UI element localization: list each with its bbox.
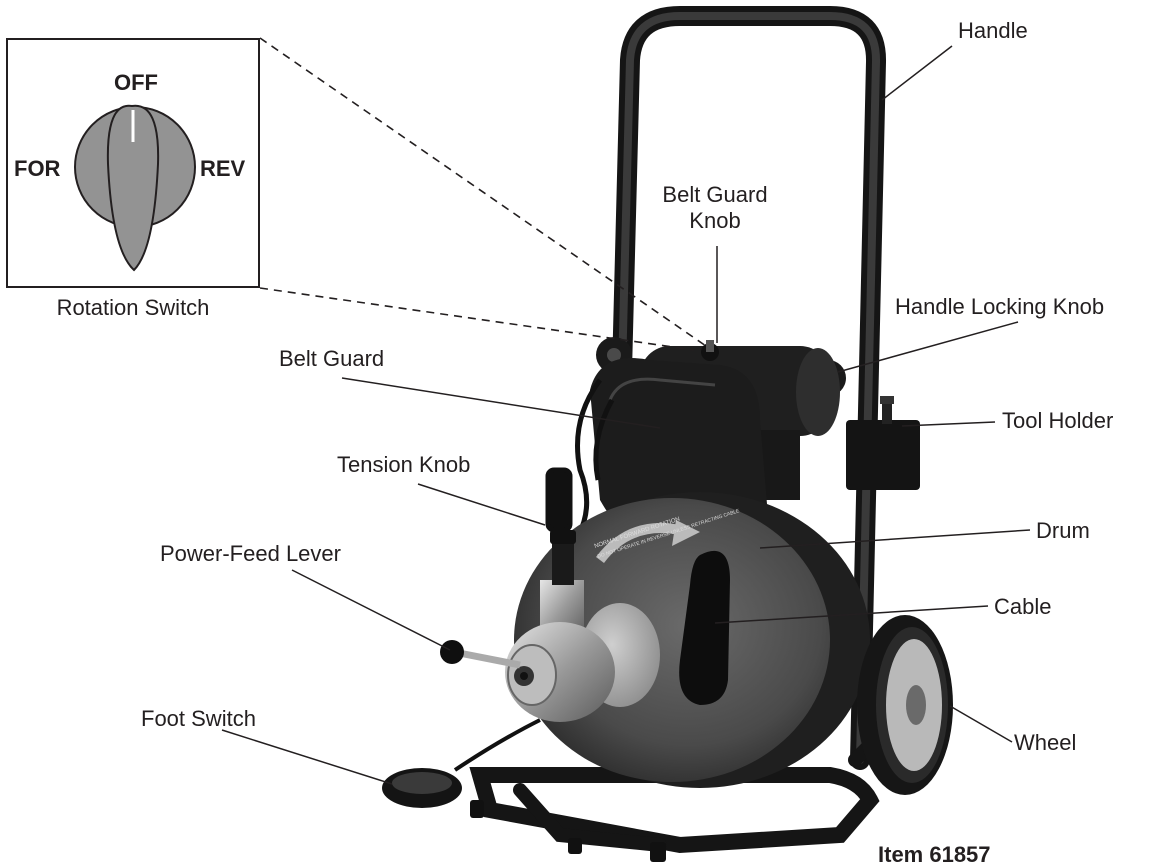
- label-wheel: Wheel: [1014, 730, 1077, 755]
- rotation-switch-inset: OFF FOR REV: [6, 38, 260, 288]
- label-handle-locking-knob: Handle Locking Knob: [895, 294, 1105, 319]
- rotation-switch-dial: [74, 104, 196, 272]
- rotation-switch-caption: Rotation Switch: [56, 295, 210, 320]
- foot-switch: [382, 718, 541, 808]
- label-handle: Handle: [958, 18, 1028, 43]
- item-number: Item 61857: [878, 842, 991, 867]
- label-foot-switch: Foot Switch: [141, 706, 256, 731]
- switch-forward-label: FOR: [14, 156, 61, 181]
- frame-feet: [470, 800, 666, 862]
- power-feed-lever: [440, 640, 521, 669]
- inset-dashed-lines: [259, 37, 707, 351]
- wheel: [857, 615, 953, 795]
- switch-off-label: OFF: [114, 70, 158, 95]
- tool-holder: [846, 396, 920, 490]
- label-drum: Drum: [1036, 518, 1090, 543]
- label-belt-guard-knob: Belt Guard Knob: [662, 182, 768, 233]
- leader-lines: [221, 45, 1031, 785]
- label-cable: Cable: [994, 594, 1052, 619]
- label-belt-guard: Belt Guard: [279, 346, 385, 371]
- power-feed-assembly: [505, 530, 660, 722]
- label-power-feed-lever: Power-Feed Lever: [160, 541, 341, 566]
- label-tool-holder: Tool Holder: [1002, 408, 1114, 433]
- label-tension-knob: Tension Knob: [337, 452, 471, 477]
- switch-reverse-label: REV: [200, 156, 246, 181]
